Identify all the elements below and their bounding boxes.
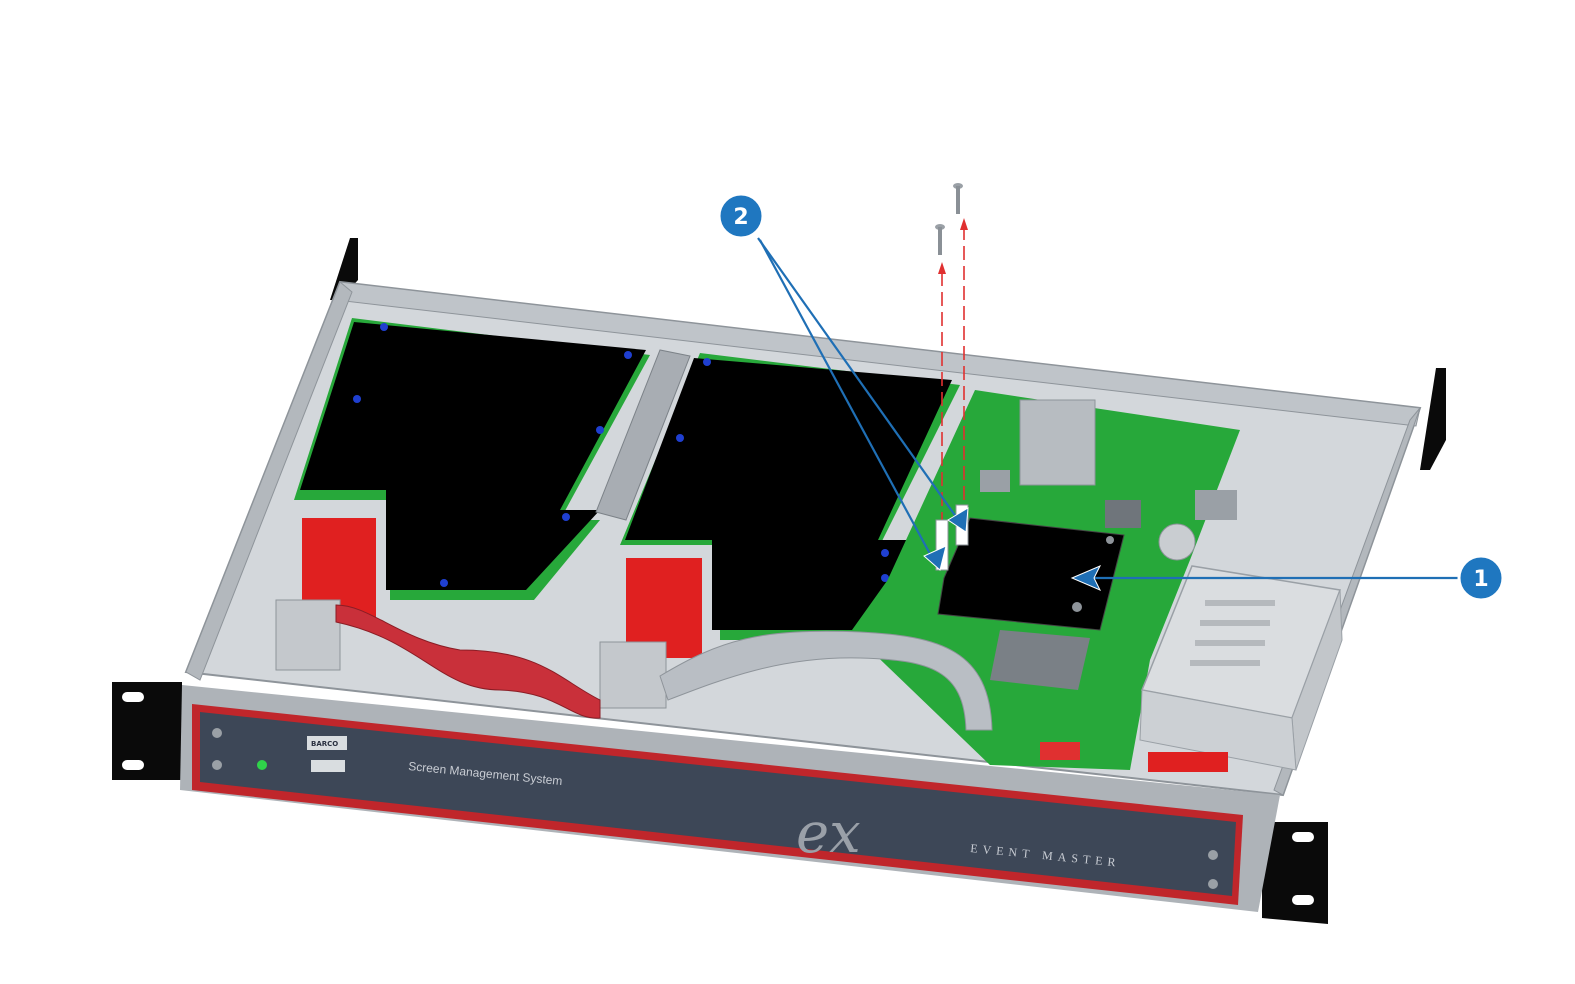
processing-board-left xyxy=(294,318,650,600)
callout-2-arrowhead xyxy=(947,507,969,533)
power-supply xyxy=(1139,565,1343,772)
callout-number-2: 2 xyxy=(733,205,748,230)
callout-number-1: 1 xyxy=(1473,567,1488,592)
front-panel xyxy=(180,685,1280,912)
maker-badge: BARCO xyxy=(311,740,338,748)
rack-ear-left-front xyxy=(112,682,182,780)
callout-2-arrowhead xyxy=(923,545,947,571)
removal-arrow xyxy=(960,218,968,520)
ribbon-cable-grey xyxy=(659,630,993,731)
callout-badge-1: 1 xyxy=(1457,554,1505,602)
connector-middle xyxy=(599,558,702,709)
callout-1-pointer xyxy=(1070,565,1460,591)
rack-ear-right-front xyxy=(1262,822,1328,924)
screw-icon xyxy=(953,183,963,214)
screw-icon xyxy=(935,224,945,255)
board-separator-rail xyxy=(595,349,691,521)
ribbon-cable-red xyxy=(335,604,601,719)
logo-mark: ex xyxy=(796,801,861,866)
processing-board-right xyxy=(620,353,960,640)
interface-module xyxy=(937,517,1125,631)
rack-ear-right-back xyxy=(1420,368,1446,470)
callout-badge-2: 2 xyxy=(717,192,765,240)
removal-arrow xyxy=(938,262,946,566)
callout-2-pointer xyxy=(757,237,965,566)
